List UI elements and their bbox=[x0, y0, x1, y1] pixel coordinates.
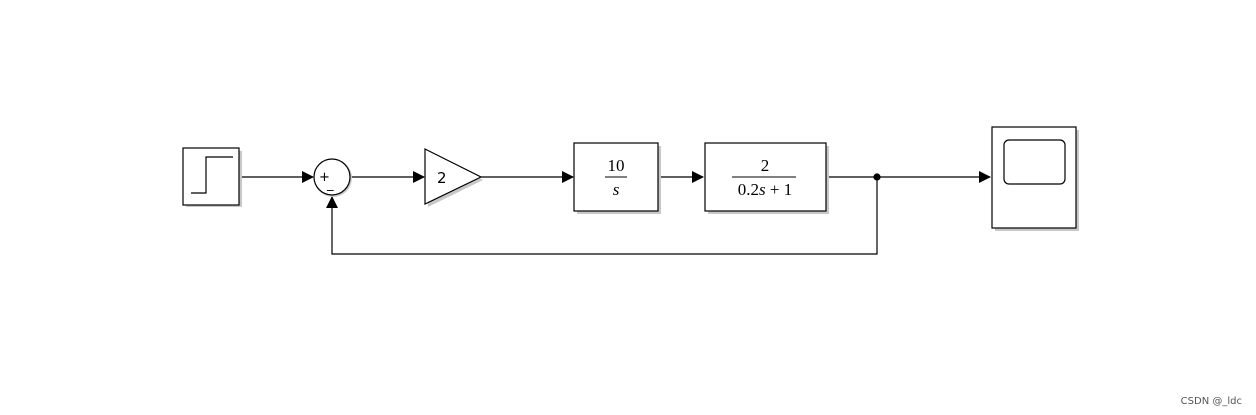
sum-plus-sign: + bbox=[319, 170, 330, 185]
step-icon bbox=[191, 156, 233, 194]
gain-value: 2 bbox=[437, 169, 447, 187]
plant-denominator: 0.2s + 1 bbox=[738, 180, 792, 199]
integrator-tf-block[interactable]: 10 s bbox=[573, 142, 661, 214]
integrator-numerator: 10 bbox=[608, 156, 625, 175]
plant-numerator: 2 bbox=[761, 156, 770, 175]
sum-block[interactable]: + _ bbox=[313, 158, 352, 197]
watermark: CSDN @_ldc bbox=[1180, 396, 1242, 407]
signal-wires bbox=[240, 171, 991, 255]
step-block[interactable] bbox=[182, 147, 242, 207]
integrator-denominator: s bbox=[613, 180, 620, 199]
sum-minus-sign: _ bbox=[326, 177, 334, 192]
wire-feedback[interactable] bbox=[326, 177, 878, 255]
gain-block[interactable]: 2 bbox=[424, 148, 483, 207]
scope-screen-icon bbox=[1003, 139, 1066, 185]
scope-block[interactable] bbox=[991, 126, 1079, 231]
plant-tf-block[interactable]: 2 0.2s + 1 bbox=[704, 142, 829, 214]
branch-point bbox=[873, 173, 881, 181]
